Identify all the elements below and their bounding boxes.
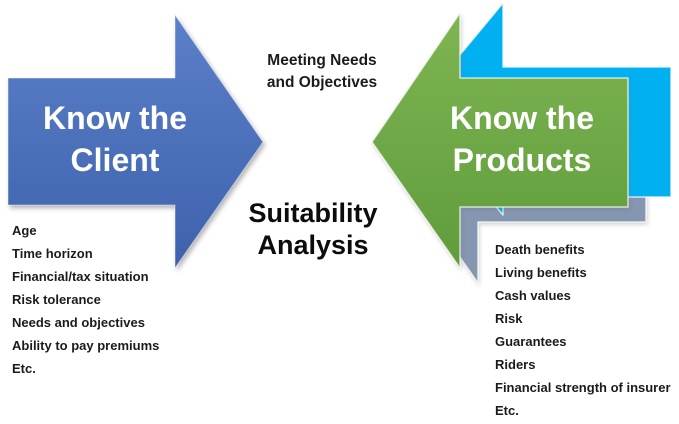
client-factor-item: Time horizon [12,246,93,261]
client-factor-item: Financial/tax situation [12,269,149,284]
product-factor-item: Cash values [495,288,571,303]
product-factor-item: Risk [495,311,523,326]
client-factor-item: Needs and objectives [12,315,145,330]
product-factor-item: Riders [495,357,536,372]
product-factor-item: Etc. [495,403,519,418]
know-the-products-label: Know the Products [450,100,594,178]
know-the-products-arrow-left-icon [371,12,629,269]
product-factor-item: Guarantees [495,334,567,349]
client-factor-item: Ability to pay premiums [12,338,160,353]
know-the-client-label: Know the Client [43,100,187,178]
client-factor-item: Age [12,223,37,238]
know-the-client-arrow-right-icon [7,14,264,269]
product-factor-item: Living benefits [495,265,587,280]
client-factor-item: Etc. [12,361,36,376]
meeting-needs-note: Meeting Needs and Objectives [266,52,378,91]
suitability-analysis-title: Suitability Analysis [248,198,378,260]
product-factor-item: Financial strength of insurer [495,380,671,395]
product-factor-item: Death benefits [495,242,585,257]
client-factor-item: Risk tolerance [12,292,101,307]
